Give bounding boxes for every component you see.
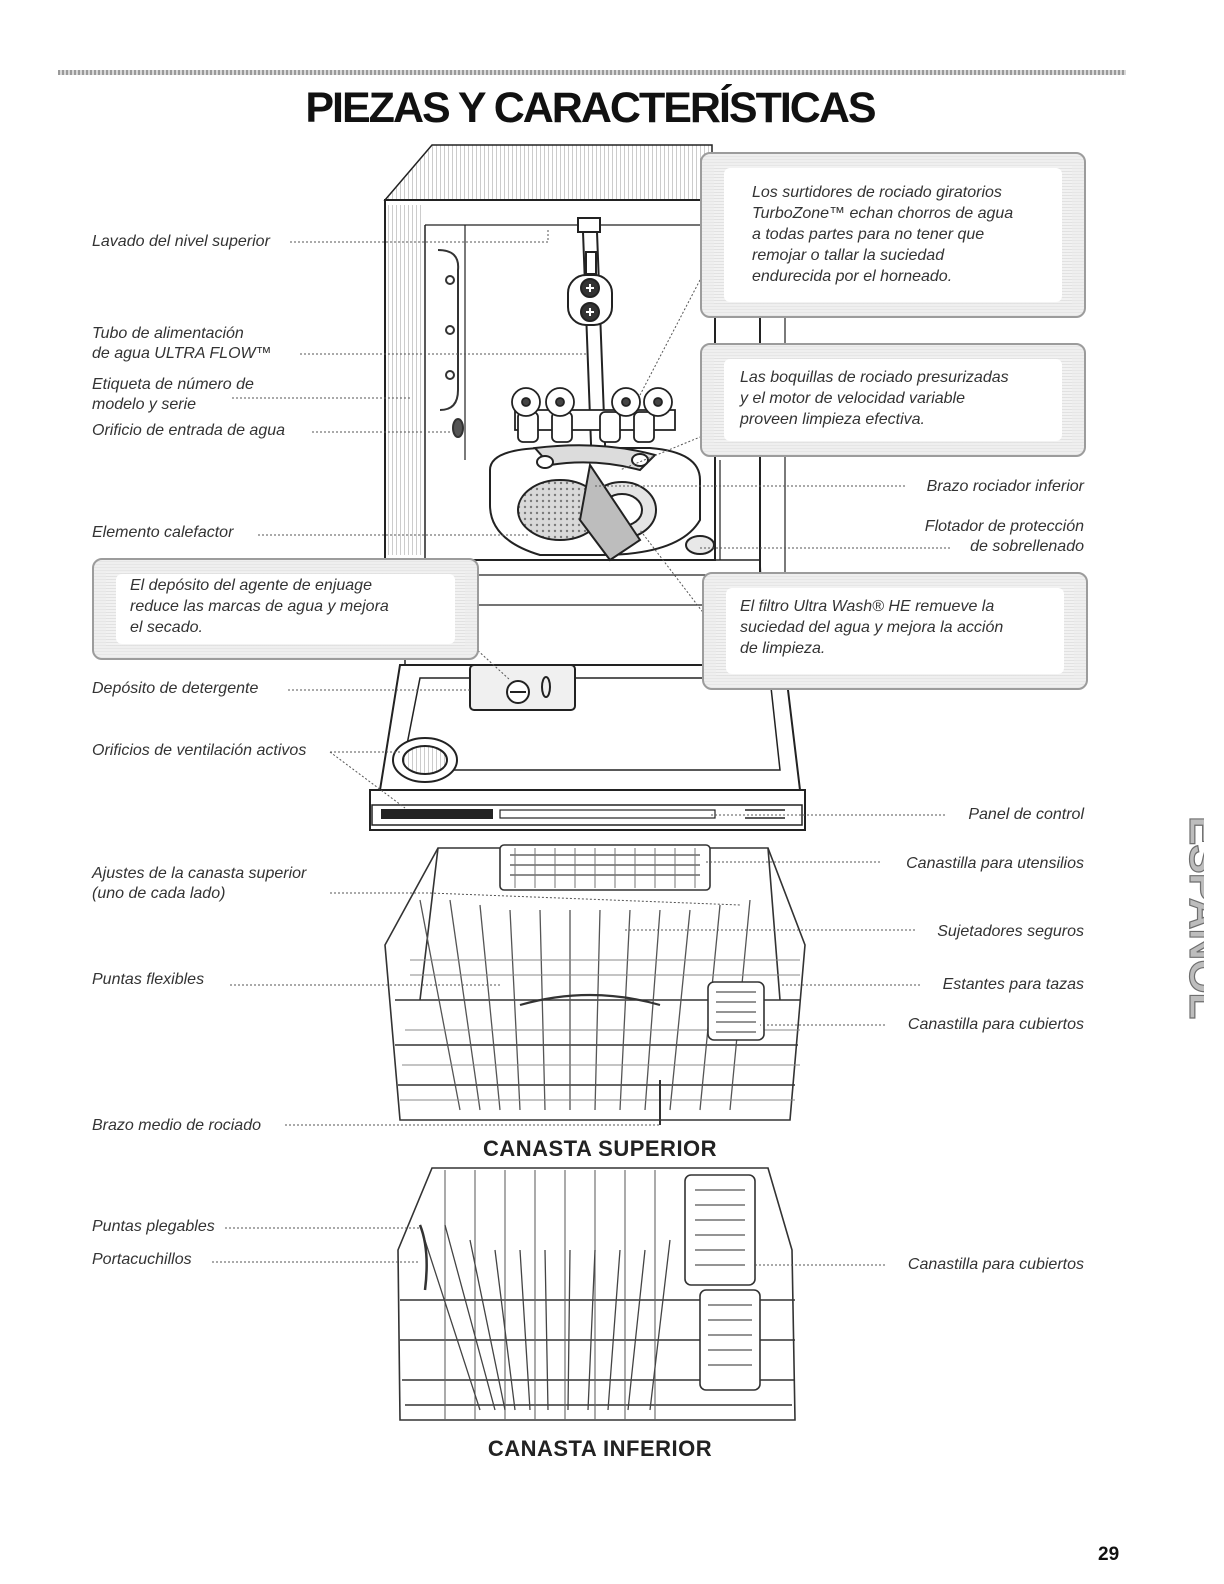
filter-callout xyxy=(702,572,1088,690)
leader-lines xyxy=(212,228,950,1266)
label-overfill-float: Flotador de protección de sobrellenado xyxy=(924,518,1084,555)
label-control-panel: Panel de control xyxy=(968,806,1084,823)
label-secure-clips: Sujetadores seguros xyxy=(937,923,1084,940)
spray-nozzles xyxy=(511,387,676,443)
turbozone-callout xyxy=(700,152,1086,318)
rinse-aid-callout-text: El depósito del agente de enjuage reduce… xyxy=(130,577,389,636)
turbozone-callout-text: Los surtidores de rociado giratorios Tur… xyxy=(752,184,1014,285)
label-cup-shelves: Estantes para tazas xyxy=(942,976,1084,993)
filter-callout-text: El filtro Ultra Wash® HE remueve la suci… xyxy=(740,598,1004,657)
label-knife-holder: Portacuchillos xyxy=(92,1251,192,1268)
label-feed-tube: Tubo de alimentación de agua ULTRA FLOW™ xyxy=(92,325,272,362)
label-utensil-basket: Canastilla para utensilios xyxy=(906,855,1084,872)
upper-rack-caption: CANASTA SUPERIOR xyxy=(482,1136,718,1161)
label-top-level-wash: Lavado del nivel superior xyxy=(92,233,270,250)
label-lower-silverware-basket: Canastilla para cubiertos xyxy=(907,1256,1084,1273)
callout-panel xyxy=(726,588,1064,674)
label-mid-spray-arm: Brazo medio de rociado xyxy=(92,1117,261,1134)
label-flexible-tines: Puntas flexibles xyxy=(92,971,205,988)
nozzles-callout-text: Las boquillas de rociado presurizadas y … xyxy=(740,369,1009,428)
left-rack-guide xyxy=(437,249,464,438)
upper-rack xyxy=(384,844,806,1125)
label-fold-down-tines: Puntas plegables xyxy=(92,1218,215,1235)
label-active-vents: Orificios de ventilación activos xyxy=(92,742,307,759)
callout-panel xyxy=(724,359,1062,441)
side-tab-label: ESPAÑOL xyxy=(1180,816,1204,1019)
lower-rack xyxy=(397,1167,796,1421)
label-upper-silverware-basket: Canastilla para cubiertos xyxy=(907,1016,1084,1033)
rinse-aid-callout xyxy=(92,558,479,660)
language-side-tab: ESPAÑOL xyxy=(1179,815,1204,1019)
label-heating-element: Elemento calefactor xyxy=(92,524,234,541)
label-water-inlet: Orificio de entrada de agua xyxy=(92,422,286,439)
page-number: 29 xyxy=(1098,1544,1120,1565)
tub-floor xyxy=(489,444,715,562)
nozzles-callout xyxy=(700,343,1086,457)
callout-panel xyxy=(116,574,455,644)
page-title: PIEZAS Y CARACTERÍSTICAS xyxy=(305,84,876,132)
label-lower-spray-arm: Brazo rociador inferior xyxy=(926,478,1084,495)
label-upper-rack-adjusters: Ajustes de la canasta superior (uno de c… xyxy=(92,865,307,902)
dishwasher-door xyxy=(369,559,806,831)
label-model-serial: Etiqueta de número de modelo y serie xyxy=(92,376,254,413)
callout-panel xyxy=(724,168,1062,302)
lower-rack-caption: CANASTA INFERIOR xyxy=(487,1436,713,1461)
top-divider-rule xyxy=(58,70,1126,75)
label-detergent-dispenser: Depósito de detergente xyxy=(92,680,259,697)
